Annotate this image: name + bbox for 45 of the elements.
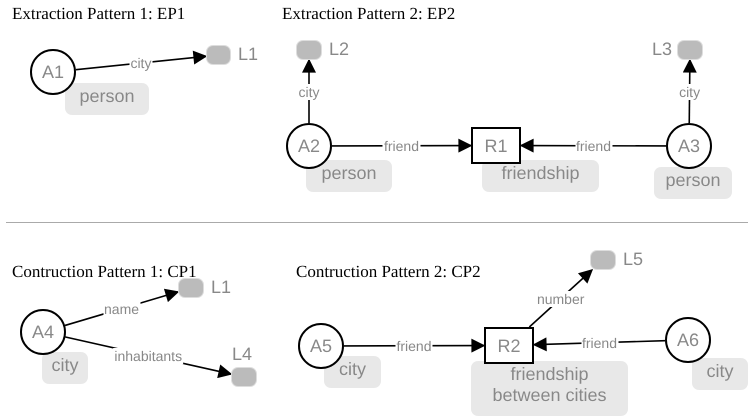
arrow bbox=[682, 58, 697, 123]
type-tag: friendship between cities bbox=[471, 361, 628, 416]
edge-label: number bbox=[536, 290, 586, 306]
section-title: Contruction Pattern 2: CP2 bbox=[296, 262, 481, 282]
node-label: R2 bbox=[498, 336, 520, 356]
section-title: Contruction Pattern 1: CP1 bbox=[12, 262, 197, 282]
node-label: A6 bbox=[676, 330, 700, 350]
edge-label: name bbox=[103, 300, 140, 317]
node-label: A5 bbox=[310, 336, 332, 356]
edge-label: city bbox=[129, 54, 152, 71]
circle-node bbox=[286, 123, 332, 169]
node-label: A2 bbox=[298, 136, 320, 156]
section-title: Extraction Pattern 1: EP1 bbox=[12, 4, 186, 24]
type-tag: city bbox=[692, 358, 748, 390]
arrow bbox=[76, 50, 208, 70]
edge-label: friend bbox=[395, 338, 432, 354]
arrow bbox=[302, 58, 316, 123]
circle-node bbox=[666, 123, 712, 169]
edge-label: city bbox=[298, 84, 320, 100]
type-tag: city bbox=[42, 352, 88, 384]
type-tag: person bbox=[306, 160, 392, 192]
edge-label: inhabitants bbox=[113, 348, 184, 364]
circle-node bbox=[30, 49, 76, 95]
edge-label: friend bbox=[580, 334, 618, 351]
circle-node bbox=[20, 309, 66, 355]
circle-node bbox=[665, 317, 711, 363]
node-label: A1 bbox=[42, 62, 64, 82]
node-label: L2 bbox=[329, 39, 350, 59]
relation-box bbox=[471, 127, 521, 164]
node-label: L1 bbox=[238, 44, 258, 64]
node-label: L3 bbox=[652, 39, 672, 59]
node-label: A4 bbox=[32, 322, 54, 342]
type-tag: person bbox=[65, 83, 149, 115]
type-tag: friendship bbox=[482, 160, 599, 192]
node-label: L5 bbox=[623, 249, 644, 269]
edge-label: city bbox=[678, 84, 702, 100]
relation-box bbox=[484, 327, 534, 364]
node-label: A3 bbox=[678, 136, 700, 156]
node-label: L1 bbox=[211, 277, 232, 297]
edge-label: friend bbox=[574, 138, 612, 154]
node-label: R1 bbox=[484, 136, 508, 156]
type-tag: person bbox=[654, 167, 732, 199]
section-title: Extraction Pattern 2: EP2 bbox=[282, 4, 456, 24]
node-label: L4 bbox=[232, 344, 252, 364]
edge-label: friend bbox=[382, 138, 420, 154]
